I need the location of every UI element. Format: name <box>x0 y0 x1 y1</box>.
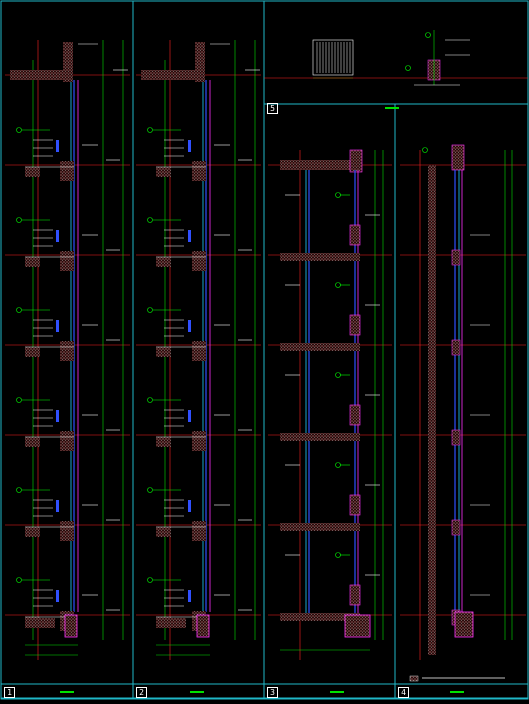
sill-hatch <box>349 314 361 336</box>
title-underline <box>385 107 399 109</box>
glass-stop <box>56 500 59 512</box>
glass-stop <box>56 140 59 152</box>
slab-edge-hatch <box>60 431 74 451</box>
base-hatch <box>64 614 78 638</box>
callout-circle <box>335 552 341 558</box>
slab-edge-hatch <box>192 251 206 271</box>
slab-edge-hatch <box>192 431 206 451</box>
bracket-hatch <box>451 429 461 446</box>
beam-hatch <box>25 167 40 177</box>
title-underline <box>190 691 204 693</box>
wall-hatch <box>428 165 436 655</box>
bracket-hatch <box>451 339 461 356</box>
sill-hatch <box>349 224 361 246</box>
slab-edge-hatch <box>60 521 74 541</box>
callout-circle <box>425 32 431 38</box>
wall-hatch <box>349 149 363 173</box>
callout-circle <box>16 127 22 133</box>
sill-hatch <box>349 494 361 516</box>
base-hatch <box>344 614 371 638</box>
beam-hatch <box>25 527 40 537</box>
callout-circle <box>147 217 153 223</box>
callout-circle <box>335 192 341 198</box>
wall-hatch <box>63 42 73 82</box>
slab-hatch <box>10 70 68 80</box>
glass-stop <box>56 410 59 422</box>
panel-number-3: 3 <box>267 687 278 698</box>
callout-circle <box>147 307 153 313</box>
panel-number-2: 2 <box>136 687 147 698</box>
slab-hatch <box>280 253 360 261</box>
bracket-hatch <box>451 249 461 266</box>
legend-swatch <box>409 675 419 682</box>
sill-hatch <box>349 404 361 426</box>
beam-hatch <box>25 257 40 267</box>
beam-hatch <box>156 257 171 267</box>
panel-number-4: 4 <box>398 687 409 698</box>
base-slab <box>25 618 55 628</box>
glass-stop <box>188 230 191 242</box>
beam-hatch <box>25 437 40 447</box>
callout-circle <box>147 577 153 583</box>
top-cap-hatch <box>451 144 465 171</box>
slab-edge-hatch <box>60 161 74 181</box>
slab-hatch <box>280 160 360 170</box>
slab-hatch <box>141 70 200 80</box>
callout-circle <box>16 487 22 493</box>
slab-edge-hatch <box>192 521 206 541</box>
slab-hatch <box>280 613 360 621</box>
beam-hatch <box>25 347 40 357</box>
wall-hatch <box>195 42 205 82</box>
title-underline <box>330 691 344 693</box>
glass-stop <box>188 500 191 512</box>
slab-edge-hatch <box>192 341 206 361</box>
slab-hatch <box>280 523 360 531</box>
callout-circle <box>335 372 341 378</box>
callout-circle <box>16 397 22 403</box>
slab-hatch <box>280 433 360 441</box>
panel-number-5: 5 <box>267 103 278 114</box>
bracket-hatch <box>451 519 461 536</box>
callout-circle <box>335 462 341 468</box>
slab-hatch <box>280 343 360 351</box>
beam-hatch <box>156 527 171 537</box>
slab-edge-hatch <box>192 161 206 181</box>
title-underline <box>60 691 74 693</box>
base-hatch <box>454 611 474 638</box>
panel-number-1: 1 <box>4 687 15 698</box>
beam-hatch <box>156 167 171 177</box>
callout-circle <box>16 307 22 313</box>
sill-hatch <box>349 584 361 606</box>
base-slab <box>156 618 186 628</box>
glass-stop <box>56 320 59 332</box>
glass-stop <box>188 140 191 152</box>
callout-circle <box>16 577 22 583</box>
glass-stop <box>188 410 191 422</box>
glass-stop <box>188 590 191 602</box>
slab-edge-hatch <box>60 341 74 361</box>
slab-edge-hatch <box>60 251 74 271</box>
beam-hatch <box>156 437 171 447</box>
glass-stop <box>56 230 59 242</box>
beam-hatch <box>156 347 171 357</box>
callout-circle <box>147 127 153 133</box>
callout-circle <box>422 147 428 153</box>
callout-circle <box>405 65 411 71</box>
callout-circle <box>147 397 153 403</box>
railing-detail <box>312 39 354 76</box>
base-hatch <box>196 614 210 638</box>
glass-stop <box>56 590 59 602</box>
callout-circle <box>16 217 22 223</box>
callout-circle <box>335 282 341 288</box>
glass-stop <box>188 320 191 332</box>
title-underline <box>450 691 464 693</box>
callout-circle <box>147 487 153 493</box>
